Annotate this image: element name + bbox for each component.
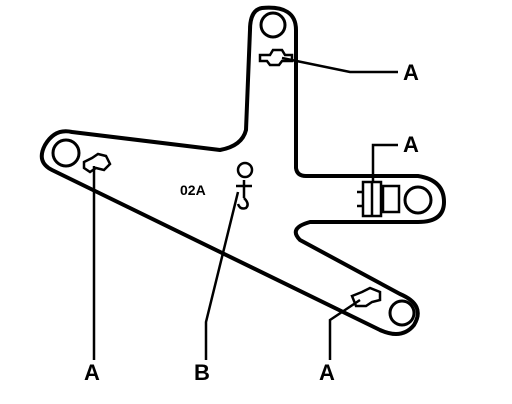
- callout-a-bottom-left: A: [84, 360, 100, 385]
- clip-symbol-right: [357, 180, 401, 218]
- part-code-label: 02A: [180, 182, 206, 198]
- callout-a-mid-right: A: [403, 132, 419, 157]
- clip-symbol-left: [82, 152, 112, 174]
- reference-circle-icon: [236, 161, 254, 179]
- leader-line-top-right: [281, 56, 398, 74]
- leader-line-bottom-center: [328, 298, 361, 360]
- clip-symbol-bottom: [350, 286, 382, 308]
- leader-line-mid-right: [371, 143, 398, 182]
- hole-bottom-right: [388, 299, 416, 327]
- clip-symbol-top: [258, 48, 294, 67]
- hole-right: [403, 185, 433, 215]
- bracket-outline: [39, 5, 446, 336]
- callout-a-bottom-center: A: [319, 360, 335, 385]
- hole-top: [259, 11, 287, 39]
- reference-arrow-icon: [236, 180, 252, 210]
- callout-a-top-right: A: [403, 60, 419, 85]
- callout-b: B: [194, 360, 210, 385]
- leader-line-b: [204, 191, 240, 360]
- hole-left: [51, 138, 81, 168]
